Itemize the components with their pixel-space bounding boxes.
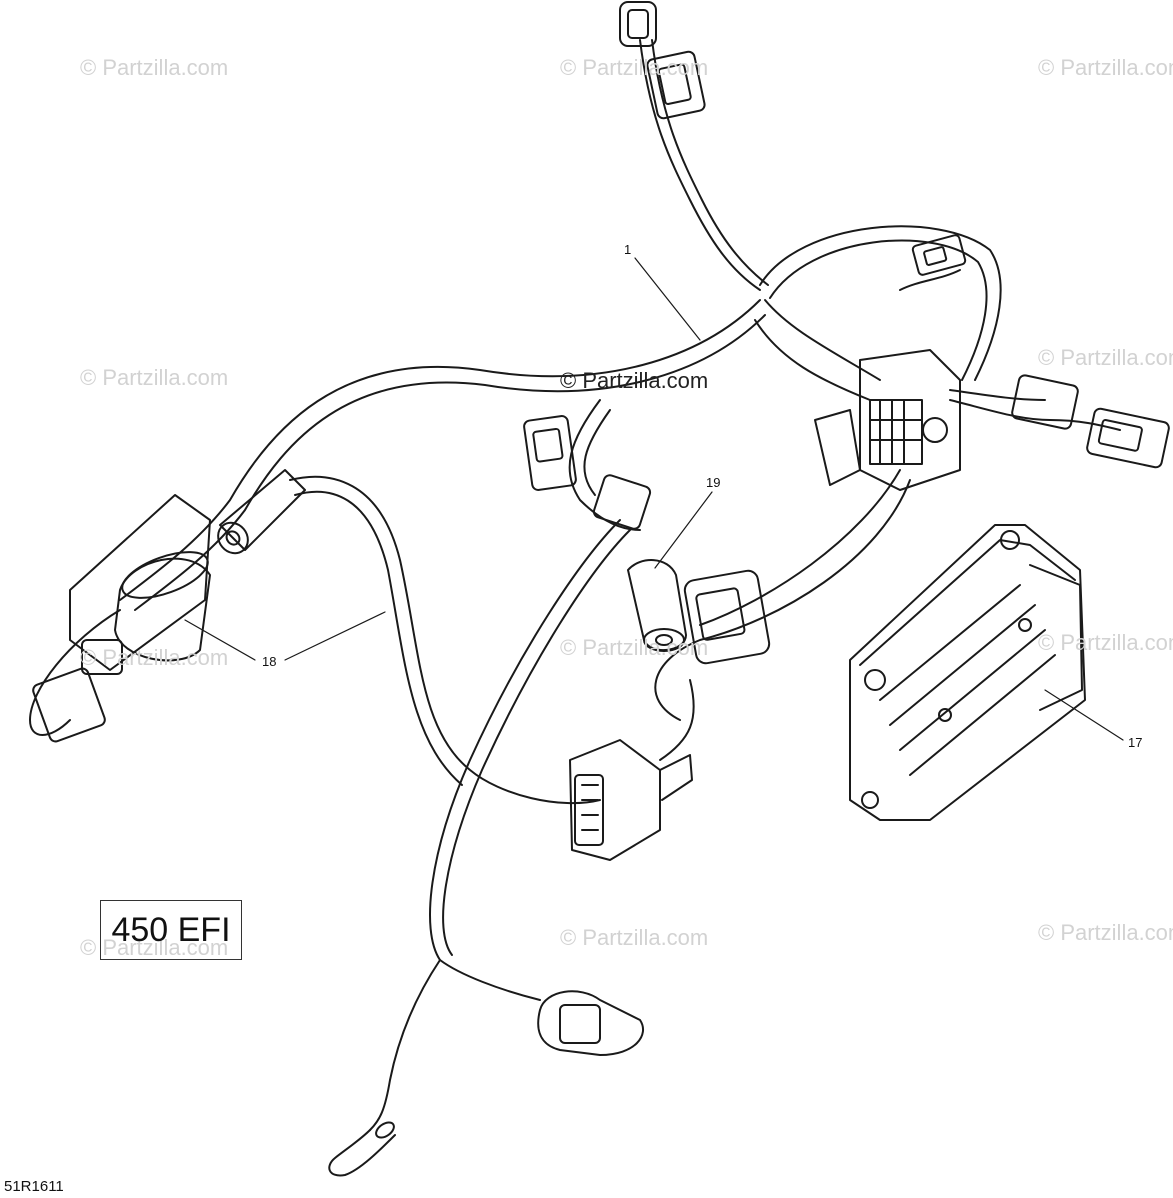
- ground-eyelet: [328, 1121, 396, 1177]
- lower-clip-connector: [537, 990, 645, 1056]
- callout-harness: 1: [624, 242, 632, 257]
- leader-lines: [184, 257, 1124, 741]
- main-harness: [29, 39, 1121, 1131]
- mid-connectors: [523, 415, 771, 665]
- ecm-module: [849, 524, 1086, 821]
- figure-code: 51R1611: [4, 1178, 64, 1195]
- model-label-box: 450 EFI: [100, 900, 242, 960]
- ignition-coil: [32, 469, 306, 743]
- large-lower-connector: [569, 739, 693, 861]
- model-label: 450 EFI: [111, 910, 231, 949]
- right-connectors: [1011, 374, 1170, 469]
- small-connector-top-right: [911, 234, 967, 276]
- callout-cap: 19: [706, 475, 721, 490]
- rubber-cap: [627, 559, 687, 652]
- hub-connector: [814, 349, 961, 491]
- callout-ecm: 17: [1128, 735, 1143, 750]
- callout-coil: 18: [262, 654, 277, 669]
- watermark-center: © Partzilla.com: [560, 368, 709, 393]
- top-connector: [619, 1, 706, 120]
